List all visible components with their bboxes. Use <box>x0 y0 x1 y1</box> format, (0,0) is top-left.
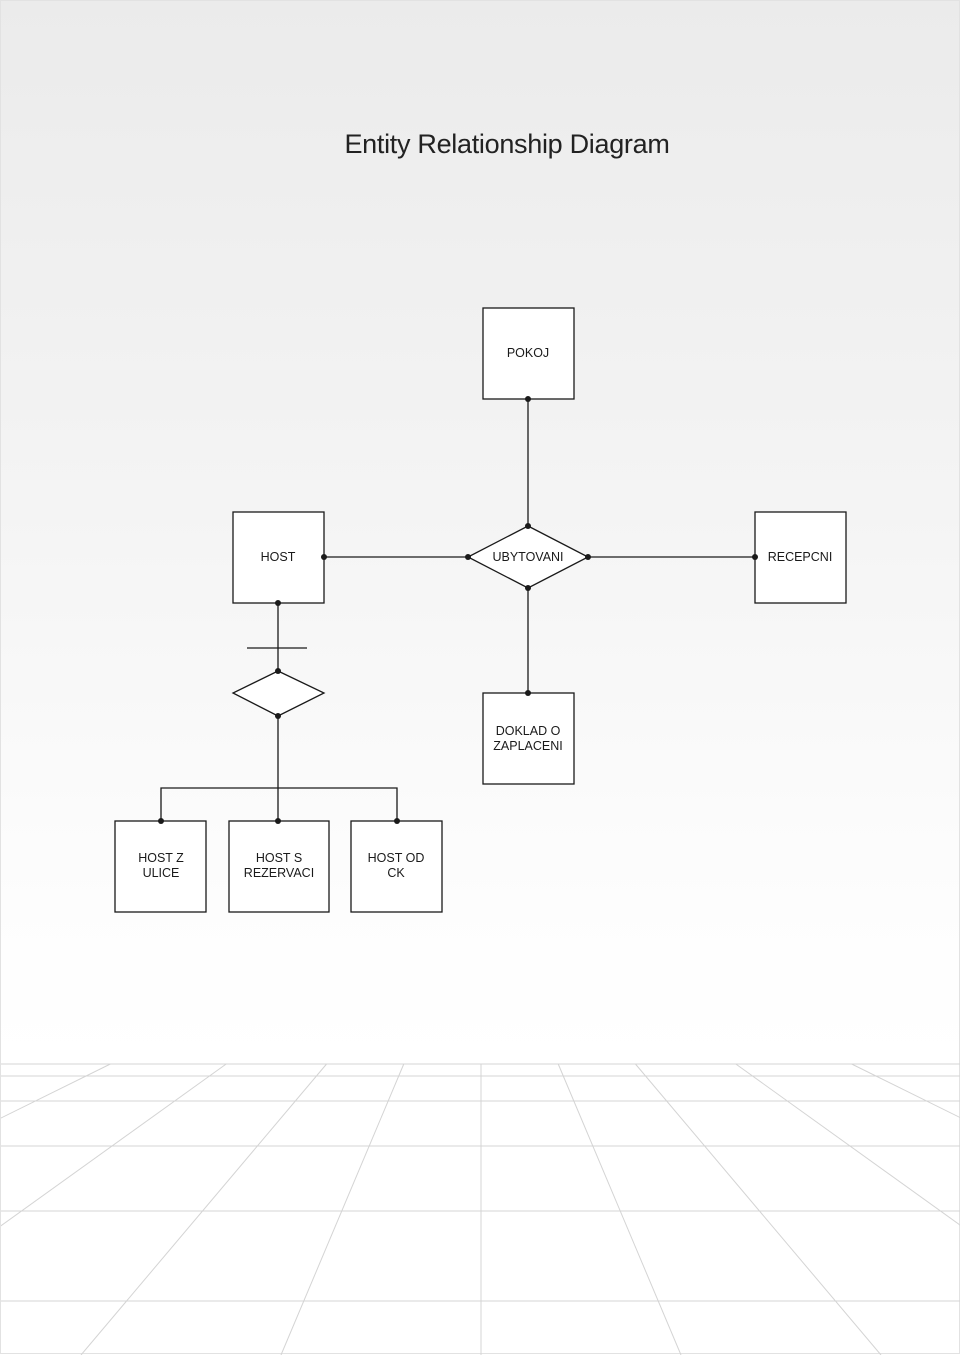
entity-host-s-rezervaci <box>228 820 330 913</box>
floor-grid-line <box>635 1063 882 1355</box>
dot <box>752 554 758 560</box>
label-pokoj: POKOJ <box>507 346 549 360</box>
floor-grid-line <box>735 1063 960 1226</box>
entity-host <box>232 511 325 604</box>
entity-boxes <box>114 307 847 913</box>
label-host-s-rezervaci-line1: HOST S <box>256 851 302 865</box>
floor-grid-line <box>280 1063 405 1355</box>
entity-pokoj <box>482 307 575 400</box>
relationship-isa <box>231 670 326 717</box>
label-host: HOST <box>261 550 296 564</box>
dot <box>525 523 531 529</box>
connection-dots <box>158 396 758 824</box>
label-recepcni: RECEPCNI <box>768 550 833 564</box>
dot <box>585 554 591 560</box>
label-doklad-line2: ZAPLACENI <box>493 739 562 753</box>
dot <box>275 668 281 674</box>
floor-grid-line <box>557 1063 682 1355</box>
dot <box>525 585 531 591</box>
dot <box>394 818 400 824</box>
label-host-s-rezervaci-line2: REZERVACI <box>244 866 314 880</box>
dot <box>275 713 281 719</box>
dot <box>275 818 281 824</box>
floor-grid-line <box>851 1063 960 1119</box>
label-host-z-ulice-line1: HOST Z <box>138 851 184 865</box>
entity-doklad <box>482 692 575 785</box>
label-ubytovani: UBYTOVANI <box>492 550 563 564</box>
dot <box>275 600 281 606</box>
floor-grid-line <box>1 1063 111 1119</box>
connector-lines <box>160 399 755 821</box>
label-host-z-ulice-line2: ULICE <box>143 866 180 880</box>
dot <box>525 690 531 696</box>
line-subtype-branch <box>160 787 398 821</box>
dot <box>158 818 164 824</box>
dot <box>525 396 531 402</box>
dot <box>321 554 327 560</box>
label-doklad-line1: DOKLAD O <box>496 724 561 738</box>
entity-host-od-ck <box>350 820 443 913</box>
dot <box>465 554 471 560</box>
entity-host-z-ulice <box>114 820 207 913</box>
floor-grid-line <box>80 1063 327 1355</box>
diagram-title: Entity Relationship Diagram <box>344 129 670 159</box>
label-host-od-ck-line1: HOST OD <box>368 851 425 865</box>
floor-grid-line <box>1 1063 227 1227</box>
label-host-od-ck-line2: CK <box>387 866 405 880</box>
